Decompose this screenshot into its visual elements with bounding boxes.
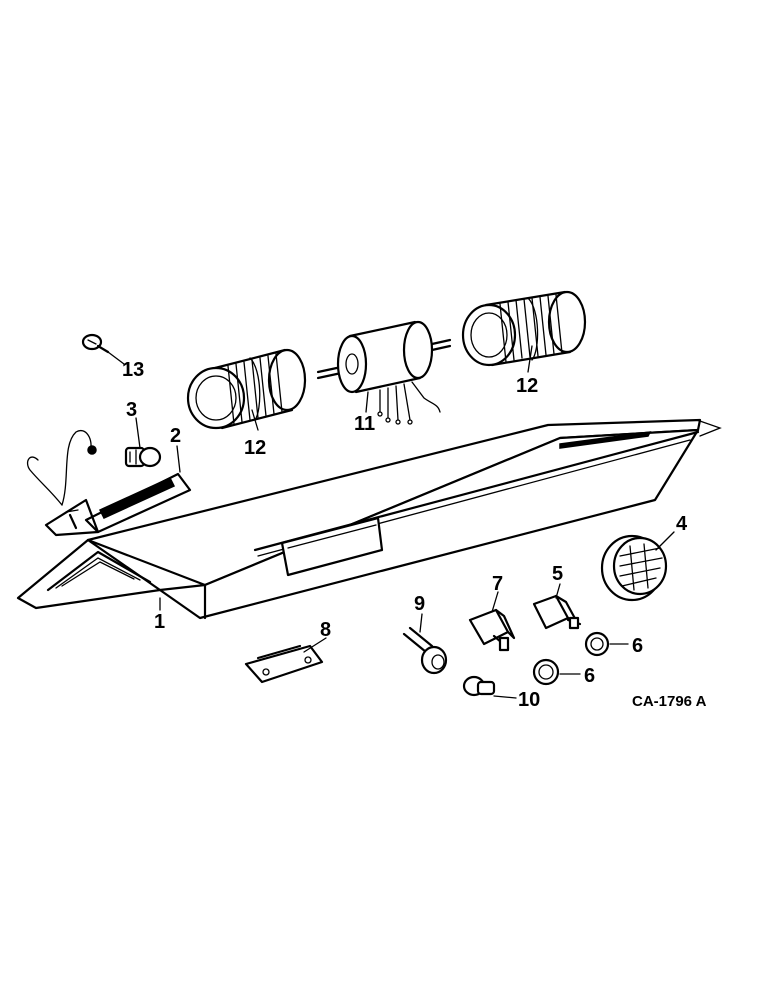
part-10-bulb — [462, 675, 496, 697]
part-6-knob-upper — [584, 631, 610, 657]
part-13-screw — [81, 333, 110, 354]
part-1-housing — [16, 418, 722, 620]
callout-12-left: 12 — [244, 437, 266, 459]
callout-labels: 1 2 3 4 5 6 6 7 8 9 10 11 12 12 13 CA-17… — [122, 359, 707, 711]
figure-reference: CA-1796 A — [632, 693, 707, 710]
callout-2: 2 — [170, 425, 181, 447]
part-12-blower-wheel-left — [186, 348, 307, 430]
part-3-bulb — [124, 446, 162, 468]
callout-12-right: 12 — [516, 375, 538, 397]
part-8-bracket — [244, 644, 324, 684]
callout-8: 8 — [320, 619, 331, 641]
callout-1: 1 — [154, 611, 165, 633]
part-7-switch — [468, 608, 516, 652]
part-4-round-vent — [600, 534, 668, 602]
part-6-knob-lower — [532, 658, 560, 686]
callout-4: 4 — [676, 513, 688, 535]
part-11-blower-motor — [316, 320, 452, 425]
part-12-blower-wheel-right — [461, 290, 587, 367]
callout-6-lower: 6 — [584, 665, 595, 687]
leader-lines — [107, 345, 675, 699]
callout-5: 5 — [552, 563, 563, 585]
callout-13: 13 — [122, 359, 144, 381]
part-9-pull-switch — [402, 626, 448, 675]
callout-6-upper: 6 — [632, 635, 643, 657]
callout-10: 10 — [518, 689, 540, 711]
callout-7: 7 — [492, 573, 503, 595]
callout-11: 11 — [354, 413, 375, 435]
callout-9: 9 — [414, 593, 425, 615]
part-5-switch — [532, 594, 582, 630]
part-2-lamp-housing — [26, 429, 192, 537]
callout-3: 3 — [126, 399, 137, 421]
